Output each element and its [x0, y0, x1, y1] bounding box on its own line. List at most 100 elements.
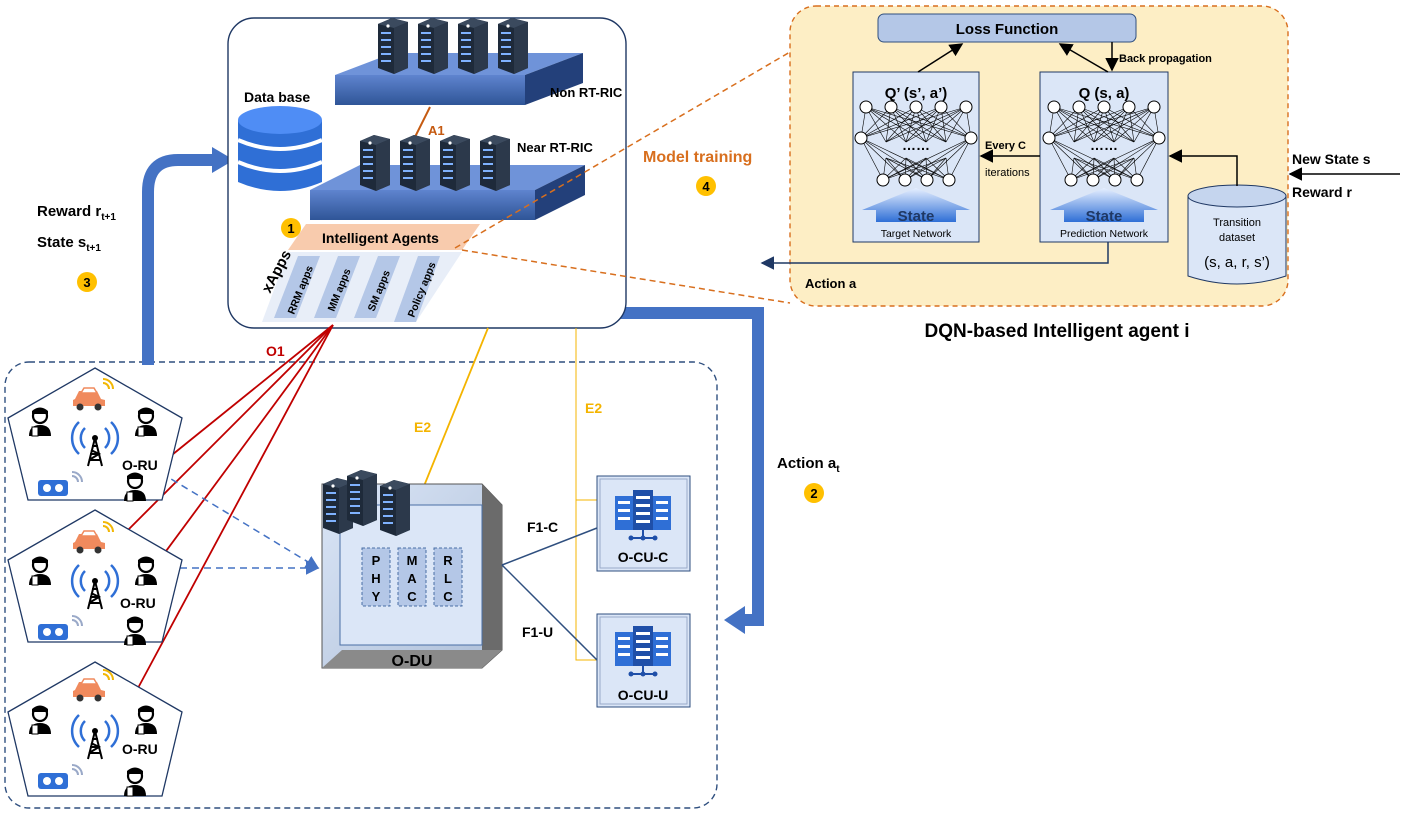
- nn-edge: [1048, 106, 1130, 139]
- nn-edge: [860, 106, 917, 139]
- svg-text:State: State: [898, 208, 935, 225]
- intelligent-agents-bar: [288, 224, 480, 250]
- o-ru-cell-3[interactable]: [7, 661, 183, 798]
- nn-edge: [1114, 137, 1160, 181]
- svg-text:4: 4: [702, 179, 710, 194]
- e2-cu-link: [575, 328, 597, 661]
- nn-edge: [1092, 157, 1135, 181]
- du-block-letter: C: [407, 589, 417, 604]
- o-du-label: O-DU: [392, 653, 433, 670]
- nn-edge: [885, 157, 950, 181]
- dqn-action-arrow: [760, 242, 1109, 270]
- back-propagation-label: Back propagation: [1119, 53, 1212, 65]
- target-network-label: Target Network: [881, 228, 952, 240]
- du-mac-block[interactable]: [397, 547, 427, 607]
- nn-node: [1097, 100, 1111, 114]
- nn-node: [1122, 100, 1136, 114]
- nn-node: [942, 173, 956, 187]
- svg-text:3: 3: [83, 275, 90, 290]
- e2-left-label: E2: [414, 419, 431, 435]
- loss-function-box: [877, 13, 1137, 43]
- prediction-network-label: Prediction Network: [1060, 228, 1149, 240]
- nn-edge: [904, 157, 947, 181]
- feedback-arrow: [142, 147, 234, 365]
- nn-node: [859, 100, 873, 114]
- o-cu-u-label: O-CU-U: [618, 687, 669, 703]
- o-cu-u-box[interactable]: [596, 613, 691, 708]
- o-ru-cell-2[interactable]: [7, 509, 183, 647]
- target-to-loss-arrow: [917, 43, 964, 73]
- target-network-graph: [854, 100, 978, 187]
- a1-label: A1: [428, 123, 445, 138]
- action-label: Action at: [777, 455, 840, 475]
- nn-edge: [865, 106, 972, 139]
- du-phy-block[interactable]: [361, 547, 391, 607]
- new-state-label: New State s: [1292, 151, 1371, 167]
- nn-edge: [1073, 157, 1138, 181]
- du-rlc-block[interactable]: [433, 547, 463, 607]
- action-arrow: [618, 307, 764, 634]
- nn-edge: [1092, 137, 1160, 181]
- nn-edge: [1070, 157, 1115, 181]
- e2-right-label: E2: [585, 400, 602, 416]
- nn-edge: [1070, 157, 1135, 181]
- nn-edge: [885, 106, 917, 143]
- model-training-label: Model training: [643, 149, 752, 166]
- nn-edge: [1093, 106, 1155, 143]
- step-1-badge: 1: [281, 218, 301, 238]
- nn-edge: [1053, 106, 1160, 139]
- nn-edge: [945, 106, 967, 143]
- nn-node: [1086, 173, 1100, 187]
- nn-edge: [1078, 106, 1135, 143]
- du-block-letter: C: [443, 589, 453, 604]
- o-ru-cell-1[interactable]: [7, 367, 183, 503]
- nn-node: [909, 100, 923, 114]
- nn-node: [1047, 100, 1061, 114]
- nn-edge: [1113, 106, 1155, 143]
- nn-edge: [890, 106, 927, 143]
- transition-dataset[interactable]: [1187, 184, 1287, 285]
- nn-edge: [905, 106, 967, 143]
- nn-edge: [860, 106, 942, 139]
- dqn-reward-label: Reward r: [1292, 184, 1352, 200]
- nn-edge: [940, 106, 972, 139]
- nn-edge: [1133, 106, 1155, 143]
- nn-edge: [1103, 106, 1135, 143]
- nn-node: [1130, 173, 1144, 187]
- database-label: Data base: [244, 89, 310, 105]
- nn-edge: [882, 157, 947, 181]
- nn-edge: [925, 106, 967, 143]
- o-cu-c-box[interactable]: [596, 475, 691, 572]
- e2-du-link: [423, 327, 489, 487]
- nn-edge: [1053, 106, 1075, 143]
- nn-edge: [1073, 157, 1116, 181]
- nn-edge: [860, 106, 967, 139]
- nn-edge: [1048, 137, 1072, 181]
- nn-node: [1108, 173, 1122, 187]
- prediction-dots: ……: [1090, 137, 1118, 153]
- nn-node: [920, 173, 934, 187]
- target-state-arrow: State: [862, 188, 970, 225]
- near-rt-ric-label: Near RT-RIC: [517, 140, 593, 155]
- nn-edge: [915, 106, 947, 143]
- nn-edge: [926, 137, 972, 181]
- dataset-to-prediction-arrow: [1168, 149, 1238, 186]
- f1-u-label: F1-U: [522, 624, 553, 640]
- state-label: State st+1: [37, 234, 101, 254]
- nn-node: [1072, 100, 1086, 114]
- nn-node: [1152, 131, 1166, 145]
- nn-edge: [1078, 106, 1115, 143]
- nn-edge: [905, 157, 950, 181]
- svg-text:1: 1: [287, 221, 294, 236]
- step-4-badge: 4: [696, 176, 716, 196]
- transition-tuple: (s, a, r, s’): [1204, 254, 1270, 271]
- nn-edge: [890, 106, 947, 143]
- nn-node: [934, 100, 948, 114]
- nn-edge: [905, 106, 942, 143]
- training-connector-bottom: [461, 249, 791, 304]
- target-q-label: Q’ (s’, a’): [885, 85, 948, 102]
- non-rt-ric-label: Non RT-RIC: [550, 85, 623, 100]
- nn-edge: [885, 106, 942, 143]
- iterations-label: iterations: [985, 167, 1030, 179]
- nn-edge: [1073, 106, 1155, 143]
